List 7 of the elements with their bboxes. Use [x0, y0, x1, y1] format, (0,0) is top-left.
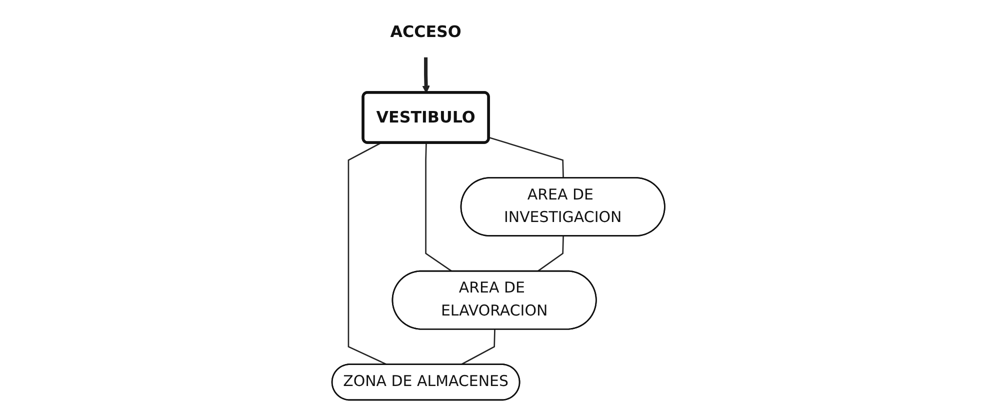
connector [347, 142, 388, 366]
connector [488, 136, 564, 178]
connector [460, 330, 496, 366]
connector [536, 236, 564, 272]
node-text: ACCESO [390, 22, 462, 42]
arrow [422, 57, 430, 94]
connector [424, 142, 452, 272]
